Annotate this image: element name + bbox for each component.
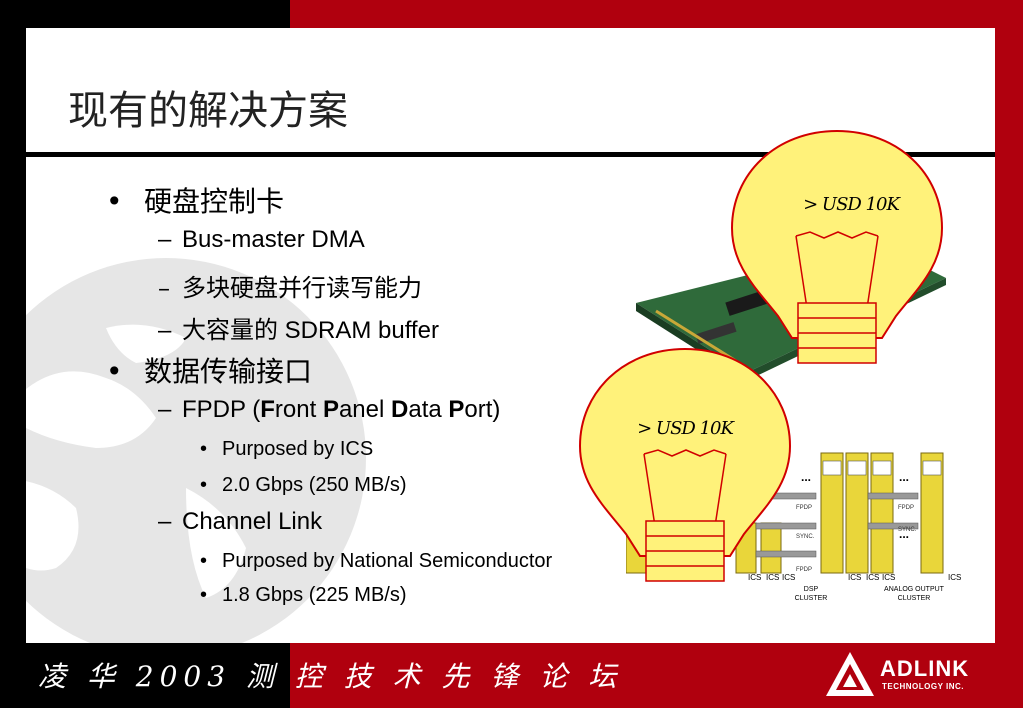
frame-top-red [290, 0, 1023, 28]
fpdp-word-port: ort) [464, 396, 501, 423]
fpdp-prefix: FPDP ( [182, 396, 261, 423]
footer-event-title: 凌 华 2003 测 控 技 术 先 锋 论 坛 [38, 660, 623, 693]
frame-left-black [0, 28, 26, 643]
fpdp-label-2: FPDP [796, 567, 812, 573]
bullet-text: 大容量的 SDRAM buffer [182, 317, 439, 344]
dsp-cluster-label-2: CLUSTER [795, 595, 828, 602]
sync-label-2: SYNC. [898, 527, 917, 533]
ics-label-1: ICS [748, 573, 761, 582]
bullet-text: 1.8 Gbps (225 MB/s) [222, 584, 407, 606]
ics-label-5: ICS [866, 573, 879, 582]
dash-marker: – [158, 226, 172, 253]
frame-top-black [0, 0, 290, 28]
bullet-text: Bus-master DMA [182, 226, 365, 253]
fpdp-word-front: ront [274, 396, 323, 423]
bullet-outline: •硬盘控制卡 –Bus-master DMA –多块硬盘并行读写能力 –大容量的… [26, 28, 995, 643]
bullet-1-3: –大容量的 SDRAM buffer [158, 310, 439, 345]
logo-tagline: TECHNOLOGY INC. [882, 682, 965, 691]
bullet-1-2: –多块硬盘并行读写能力 [158, 268, 422, 303]
bullet-text: Purposed by ICS [222, 438, 374, 460]
fpdp-word-panel: anel [338, 396, 391, 423]
bullet-text: 硬盘控制卡 [144, 185, 285, 218]
analog-cluster-label-1: ANALOG OUTPUT [884, 586, 945, 593]
bullet-text: 多块硬盘并行读写能力 [182, 274, 422, 302]
ics-label-3: ICS [782, 573, 795, 582]
ics-label-7: ICS [948, 573, 961, 582]
dash-marker: – [158, 317, 172, 344]
ics-label-2: ICS [766, 573, 779, 582]
bullet-marker: • [200, 474, 208, 496]
bullet-2-2-2: • 1.8 Gbps (225 MB/s) [200, 584, 407, 607]
bullet-marker: • [106, 185, 123, 218]
fpdp-initial-f: F [260, 396, 275, 423]
dash-marker: – [158, 396, 172, 423]
bullet-marker: • [106, 355, 123, 388]
cost-label-top: > USD 10K [803, 194, 901, 215]
cost-label-bottom: > USD 10K [637, 418, 735, 439]
ics-label-6: ICS [882, 573, 895, 582]
frame-right-red [995, 28, 1023, 643]
fpdp-label-1: FPDP [796, 505, 812, 511]
bullet-1: • 硬盘控制卡 [106, 180, 284, 220]
globe-watermark [26, 258, 366, 643]
fpdp-initial-d: D [391, 396, 409, 423]
dsp-cluster-label-1: DSP [804, 586, 819, 593]
bullet-2-1-1: • Purposed by ICS [200, 438, 373, 461]
fpdp-label-3: FPDP [898, 505, 914, 511]
bullet-2: • 数据传输接口 [106, 350, 312, 390]
title-divider [26, 152, 995, 157]
bullet-1-1: –Bus-master DMA [158, 226, 365, 254]
dash-marker: – [158, 274, 170, 302]
logo-wordmark: ADLINK [880, 656, 970, 681]
bullet-marker: • [200, 550, 208, 572]
cost-callout-bottom-bulb: > USD 10K [578, 347, 792, 582]
bullet-2-2: –Channel Link [158, 508, 322, 536]
fpdp-word-data: ata [408, 396, 449, 423]
sync-label: SYNC. [796, 534, 815, 540]
bullet-text: 数据传输接口 [144, 355, 313, 388]
bullet-marker: • [200, 438, 208, 460]
cost-callout-top-bulb: > USD 10K [730, 129, 944, 364]
ics-label-4: ICS [848, 573, 861, 582]
bullet-text: 2.0 Gbps (250 MB/s) [222, 474, 407, 496]
bullet-2-2-1: • Purposed by National Semiconductor [200, 550, 552, 573]
bullet-text: Purposed by National Semiconductor [222, 550, 553, 572]
ellipsis-1: ... [801, 470, 811, 484]
bullet-marker: • [200, 584, 208, 606]
analog-cluster-label-2: CLUSTER [898, 595, 931, 602]
slide-title: 现有的解决方案 [68, 88, 348, 134]
bullet-2-1-2: • 2.0 Gbps (250 MB/s) [200, 474, 407, 497]
fpdp-initial-p2: P [448, 396, 465, 423]
bullet-2-1: –FPDP (Front Panel Data Port) [158, 396, 500, 424]
bullet-text: Channel Link [182, 508, 323, 535]
slide-panel: 现有的解决方案 [26, 28, 995, 643]
ellipsis-3: ... [899, 527, 909, 541]
fpdp-initial-p: P [322, 396, 339, 423]
adlink-logo-icon [826, 652, 874, 696]
dash-marker: – [158, 508, 172, 535]
footer-band-black [0, 643, 290, 708]
ellipsis-2: ... [899, 470, 909, 484]
